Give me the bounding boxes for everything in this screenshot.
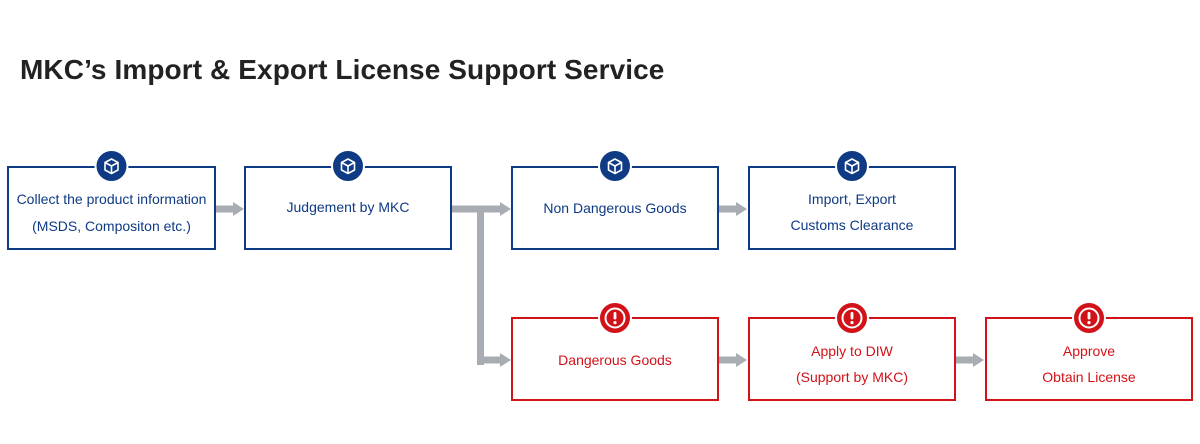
- step-apply-line1: Apply to DIW: [811, 343, 893, 359]
- step-collect-line2: (MSDS, Compositon etc.): [32, 218, 191, 234]
- step-judgement-line1: Judgement by MKC: [287, 199, 410, 215]
- box-icon: [835, 149, 869, 183]
- box-icon: [331, 149, 365, 183]
- step-non-dangerous-line1: Non Dangerous Goods: [543, 200, 686, 216]
- step-customs-line2: Customs Clearance: [791, 217, 914, 233]
- step-dangerous-goods: Dangerous Goods: [511, 301, 719, 401]
- step-apply-to-diw: Apply to DIW (Support by MKC): [748, 301, 956, 401]
- arrows: [216, 202, 984, 367]
- page-title: MKC’s Import & Export License Support Se…: [20, 54, 665, 85]
- arrow-dangerous-to-apply: [719, 353, 747, 367]
- step-approve-line1: Approve: [1063, 343, 1115, 359]
- arrow-apply-to-approve: [956, 353, 984, 367]
- arrow-nondangerous-to-customs: [719, 202, 747, 216]
- step-non-dangerous-goods: Non Dangerous Goods: [511, 149, 719, 250]
- exclamation-icon: [1072, 301, 1106, 335]
- step-judgement: Judgement by MKC: [244, 149, 452, 250]
- exclamation-icon: [598, 301, 632, 335]
- box-icon: [598, 149, 632, 183]
- step-approve-line2: Obtain License: [1042, 369, 1136, 385]
- step-approve-license: Approve Obtain License: [985, 301, 1193, 401]
- step-collect-product-info: Collect the product information (MSDS, C…: [7, 149, 216, 250]
- step-customs-line1: Import, Export: [808, 191, 896, 207]
- arrow-judgement-branch: [451, 202, 511, 367]
- step-collect-line1: Collect the product information: [17, 191, 207, 207]
- step-dangerous-line1: Dangerous Goods: [558, 352, 672, 368]
- step-apply-line2: (Support by MKC): [796, 369, 908, 385]
- arrow-collect-to-judgement: [216, 202, 244, 216]
- exclamation-icon: [835, 301, 869, 335]
- step-customs-clearance: Import, Export Customs Clearance: [748, 149, 956, 250]
- box-icon: [94, 149, 129, 183]
